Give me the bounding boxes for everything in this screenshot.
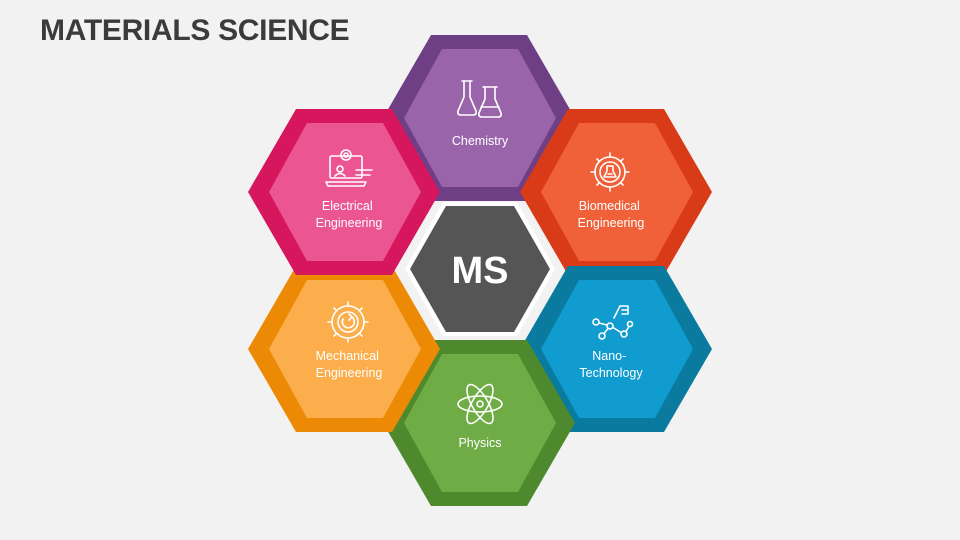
segment-electrical: Electrical Engineering [248,109,440,275]
mechanical-inner-hex [269,280,421,418]
segment-label-physics: Physics [458,436,501,450]
medical-gear-icon [590,152,630,192]
center-hexagon: MS [405,202,555,336]
segment-physics: Physics [383,340,575,506]
segment-label-mechanical: Mechanical Engineering [316,349,383,380]
biomedical-inner-hex [541,123,693,261]
electrical-inner-hex [269,123,421,261]
segment-biomedical: Biomedical Engineering [520,109,712,275]
segment-mechanical: Mechanical Engineering [248,266,440,432]
gear-icon [327,301,369,343]
segment-chemistry: Chemistry [383,35,575,201]
page-title: MATERIALS SCIENCE [40,14,350,47]
segment-label-chemistry: Chemistry [452,134,509,148]
segment-label-electrical: Electrical Engineering [316,199,383,230]
physics-inner-hex [404,354,556,492]
flasks-icon [457,80,502,118]
segment-nano: Nano- Technology [520,266,712,432]
molecule-icon [592,305,634,340]
chemistry-inner-hex [404,49,556,187]
center-label: MS [452,250,509,292]
center-hex-fill [410,206,550,332]
segment-label-biomedical: Biomedical Engineering [578,199,645,230]
segment-label-nano: Nano- Technology [579,349,643,380]
atom-icon [457,383,503,425]
laptop-tools-icon [325,149,373,187]
nano-inner-hex [541,280,693,418]
